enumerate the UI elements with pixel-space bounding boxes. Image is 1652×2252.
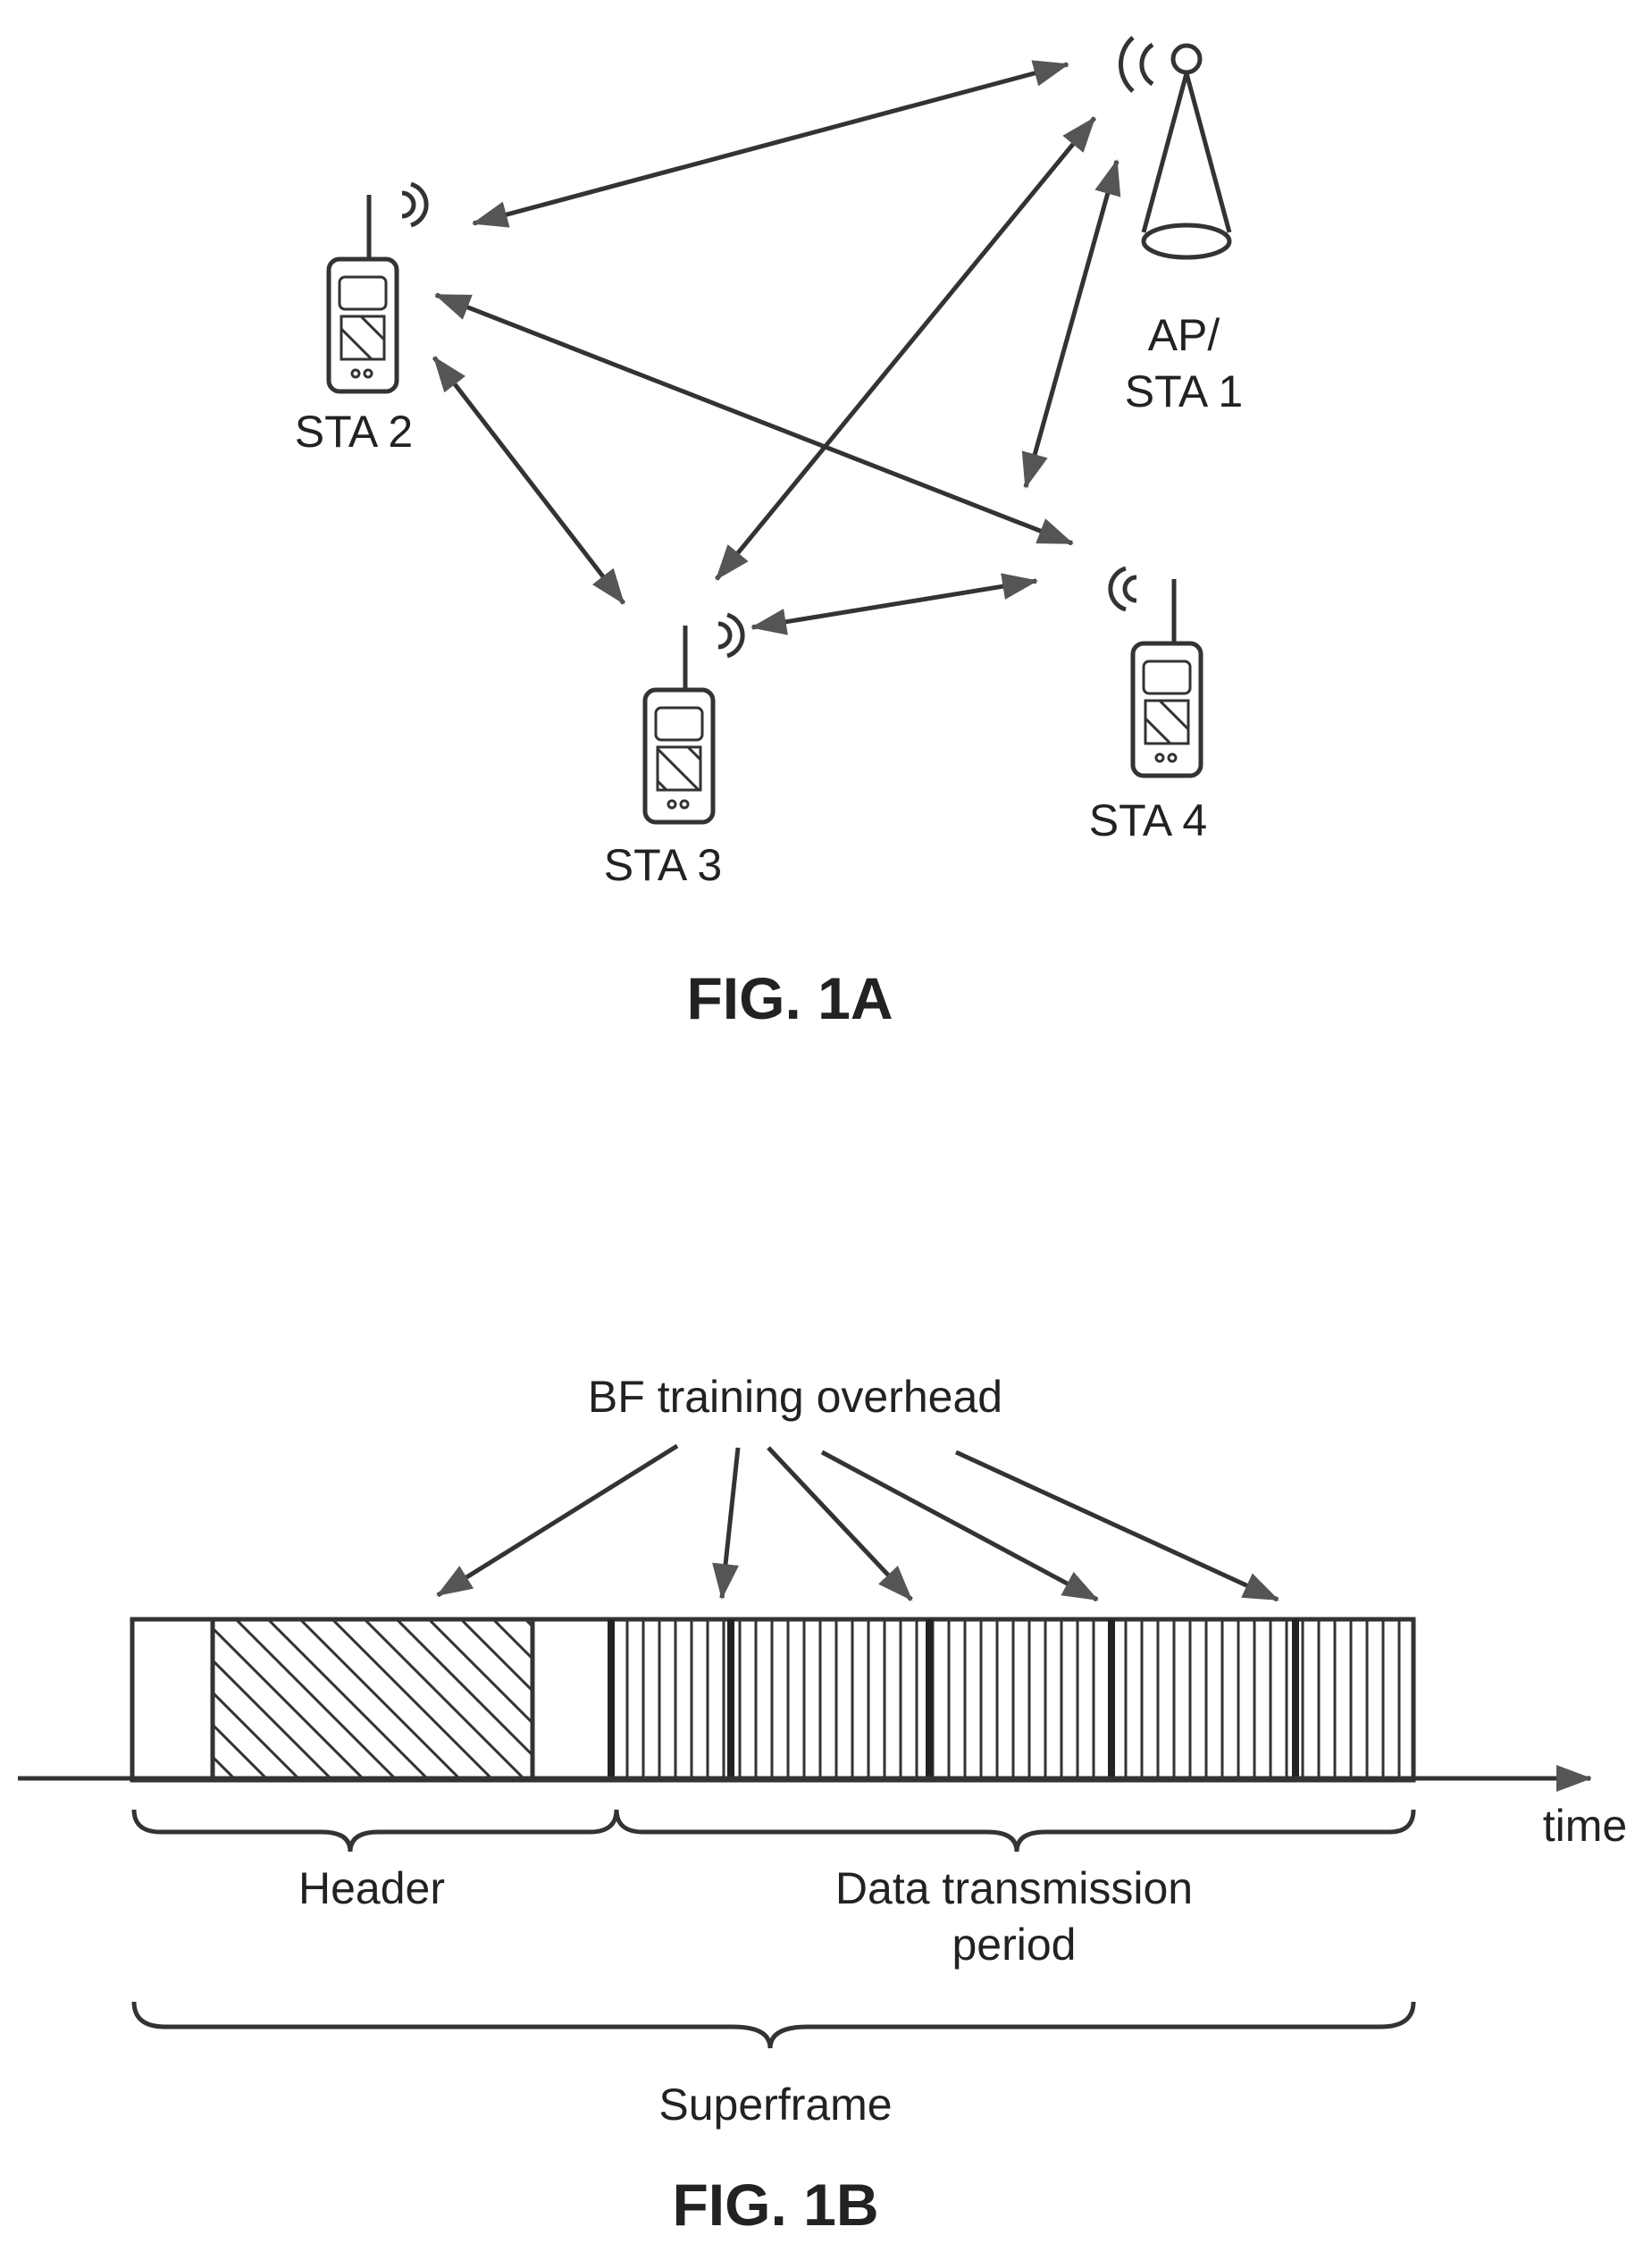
- superframe-blocks: [132, 1619, 1413, 1780]
- block-header-hatched: [213, 1619, 532, 1780]
- superframe-label: Superframe: [658, 2080, 892, 2130]
- data-stripes: [611, 1619, 1399, 1780]
- bf-training-overhead-label: BF training overhead: [588, 1372, 1002, 1422]
- block-empty-1: [132, 1619, 213, 1780]
- data-brace: [616, 1810, 1413, 1852]
- arrow-sta3-ap: [717, 118, 1094, 579]
- header-brace: [134, 1810, 616, 1852]
- time-axis-label: time: [1543, 1801, 1627, 1851]
- data-transmission-label-2: period: [952, 1920, 1077, 1970]
- arrow-sta2-sta4: [436, 295, 1072, 543]
- node-label-sta1-text: STA 1: [1125, 366, 1243, 416]
- node-label-ap: AP/: [1148, 310, 1220, 360]
- arrow-ap-sta4: [1026, 161, 1117, 487]
- node-label-sta2: STA 2: [295, 407, 413, 457]
- sta2-phone-icon: [329, 184, 426, 391]
- arrow-sta2-sta3: [434, 357, 624, 603]
- link-arrows: [434, 64, 1117, 627]
- superframe-brace: [134, 2002, 1413, 2048]
- fig1a-diagram: AP/ STA 1 STA 2 STA 3: [295, 38, 1243, 1031]
- access-point-icon: [1120, 38, 1229, 257]
- arrow-sta3-sta4: [752, 581, 1036, 627]
- fig1b-diagram: BF training overhead time Header Data tr…: [18, 1372, 1627, 2238]
- data-transmission-label-1: Data transmission: [835, 1863, 1193, 1913]
- node-label-sta3: STA 3: [604, 840, 722, 890]
- block-empty-2: [532, 1619, 611, 1780]
- node-label-sta4: STA 4: [1089, 795, 1207, 845]
- sta4-phone-icon: [1111, 568, 1201, 776]
- fig1b-caption: FIG. 1B: [672, 2172, 878, 2238]
- overhead-arrows: [438, 1446, 1278, 1600]
- fig1a-caption: FIG. 1A: [686, 965, 893, 1031]
- sta3-phone-icon: [645, 615, 742, 822]
- header-label: Header: [298, 1863, 445, 1913]
- arrow-sta2-ap: [474, 64, 1068, 223]
